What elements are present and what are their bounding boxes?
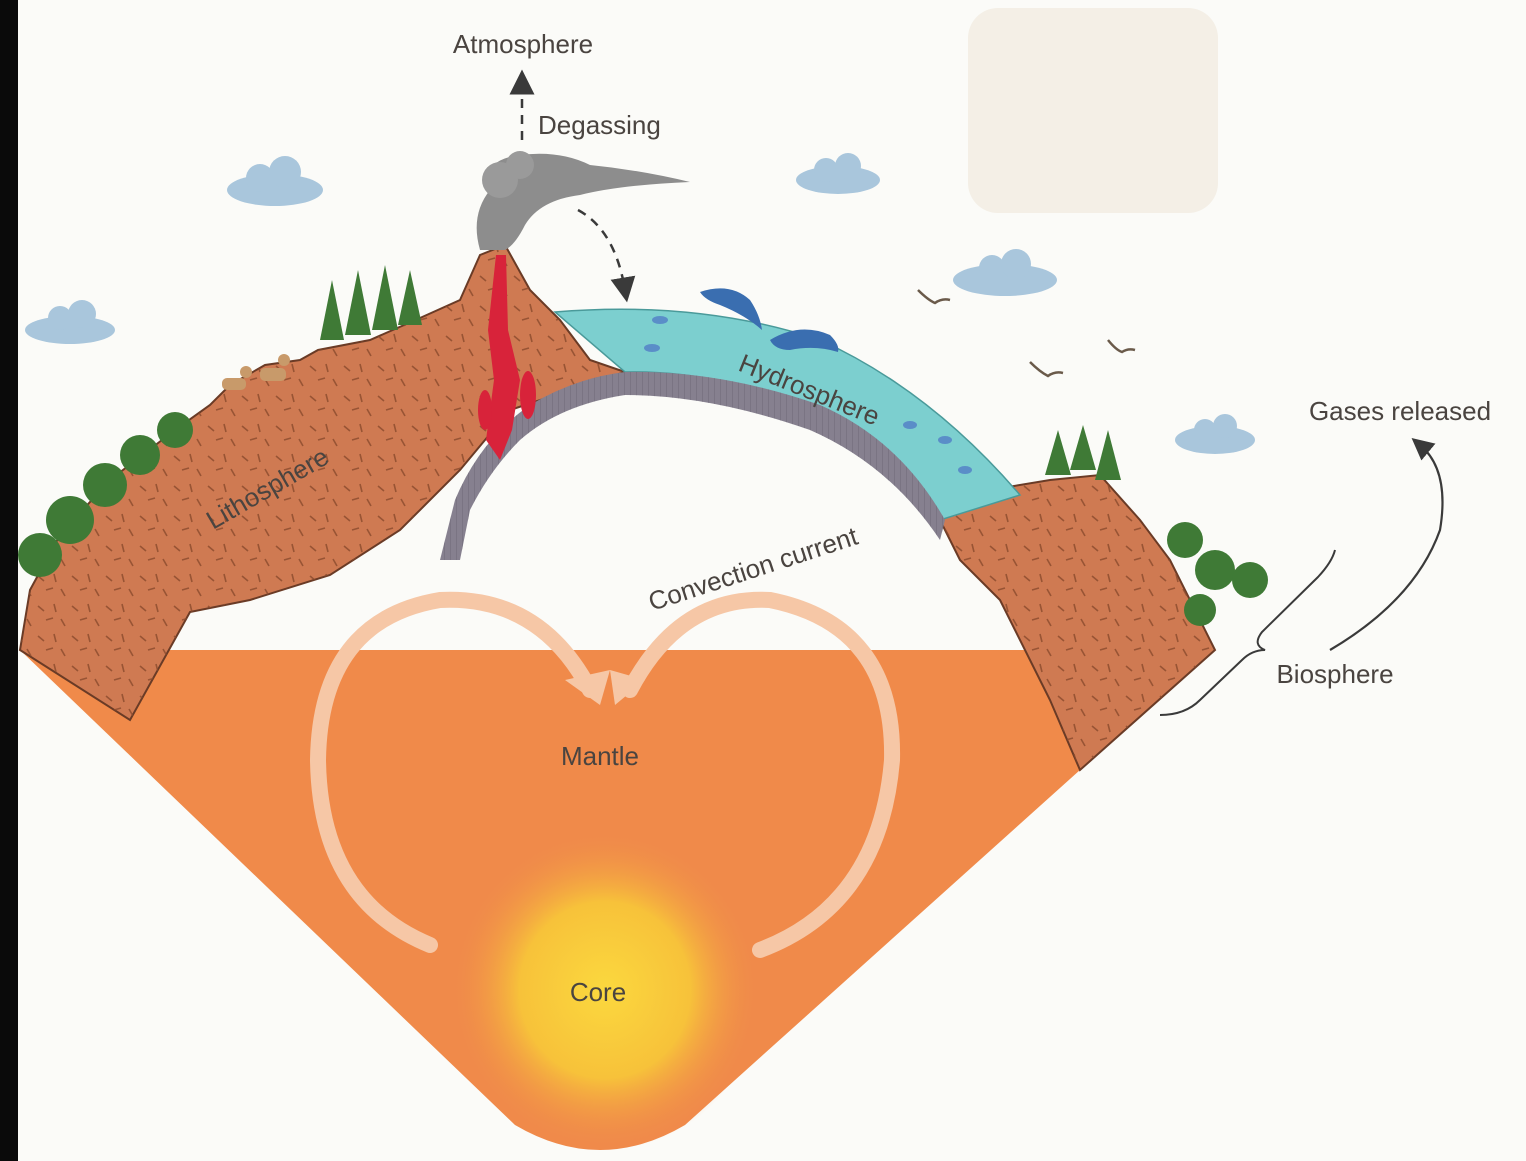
label-gases-released: Gases released — [1309, 396, 1491, 426]
fish-icon — [958, 466, 972, 474]
label-mantle: Mantle — [561, 741, 639, 771]
label-degassing: Degassing — [538, 110, 661, 140]
label-biosphere: Biosphere — [1276, 659, 1393, 689]
fish-icon — [644, 344, 660, 352]
tree-icon — [1045, 425, 1121, 480]
cloud-icon — [953, 249, 1057, 296]
magma-blob — [478, 390, 492, 430]
label-atmosphere: Atmosphere — [453, 29, 593, 59]
fish-icon — [652, 316, 668, 324]
cloud-icon — [227, 156, 323, 206]
rain-arrow — [578, 210, 625, 290]
bird-icon — [918, 290, 950, 303]
fish-icon — [938, 436, 952, 444]
label-core: Core — [570, 977, 626, 1007]
cloud-icon — [1175, 414, 1255, 454]
gases-released-arrow — [1330, 445, 1443, 650]
paper-sticker — [968, 8, 1218, 213]
bird-icon — [1108, 340, 1135, 352]
cloud-icon — [25, 300, 115, 344]
bird-icon — [1030, 362, 1063, 376]
cloud-icon — [796, 153, 880, 194]
fish-icon — [903, 421, 917, 429]
magma-blob — [520, 371, 536, 419]
volcano-smoke-icon — [477, 151, 690, 250]
